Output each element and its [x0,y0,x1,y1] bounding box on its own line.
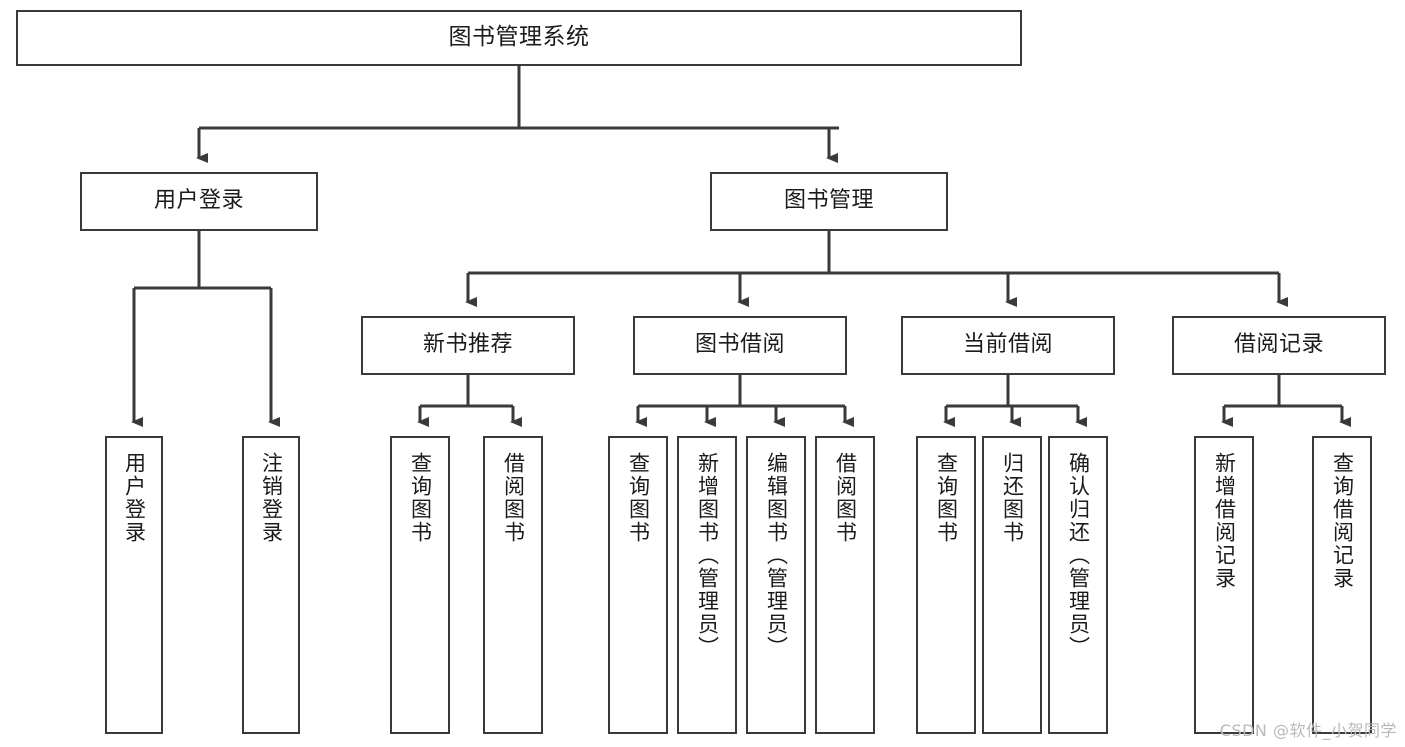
node-book-borrow-label: 图书借阅 [694,332,785,358]
leaf-borrow-edit-book[interactable]: 编辑图书（管理员） [746,436,806,734]
node-new-book-recommend-label: 新书推荐 [422,332,513,358]
leaf-new-book-query[interactable]: 查询图书 [390,436,450,734]
leaf-current-query-book-label: 查询图书 [934,452,959,544]
node-book-borrow[interactable]: 图书借阅 [633,316,847,375]
leaf-borrow-add-book[interactable]: 新增图书（管理员） [677,436,737,734]
node-book-management[interactable]: 图书管理 [710,172,948,231]
leaf-user-login-logout[interactable]: 注销登录 [242,436,300,734]
leaf-user-login-logout-label: 注销登录 [259,452,284,544]
leaf-new-book-query-label: 查询图书 [408,452,433,544]
leaf-records-query-record[interactable]: 查询借阅记录 [1312,436,1372,734]
leaf-records-query-record-label: 查询借阅记录 [1330,452,1355,590]
node-current-borrow-label: 当前借阅 [962,332,1053,358]
node-new-book-recommend[interactable]: 新书推荐 [361,316,575,375]
leaf-new-book-borrow-label: 借阅图书 [501,452,526,544]
leaf-current-return-book-label: 归还图书 [1000,452,1025,544]
leaf-borrow-query-book-label: 查询图书 [626,452,651,544]
leaf-borrow-borrow-book-label: 借阅图书 [833,452,858,544]
node-borrow-records-label: 借阅记录 [1233,332,1324,358]
node-current-borrow[interactable]: 当前借阅 [901,316,1115,375]
csdn-watermark: CSDN @软件_小贺同学 [1219,721,1397,740]
leaf-user-login-login[interactable]: 用户登录 [105,436,163,734]
leaf-user-login-login-label: 用户登录 [122,452,147,544]
leaf-current-return-book[interactable]: 归还图书 [982,436,1042,734]
node-book-management-label: 图书管理 [783,188,874,214]
leaf-borrow-edit-book-label: 编辑图书（管理员） [764,452,789,659]
node-user-login-label: 用户登录 [153,188,244,214]
leaf-borrow-borrow-book[interactable]: 借阅图书 [815,436,875,734]
leaf-borrow-add-book-label: 新增图书（管理员） [695,452,720,659]
node-borrow-records[interactable]: 借阅记录 [1172,316,1386,375]
node-root-system-label: 图书管理系统 [448,24,590,51]
node-root-system[interactable]: 图书管理系统 [16,10,1022,66]
leaf-borrow-query-book[interactable]: 查询图书 [608,436,668,734]
leaf-current-confirm-return[interactable]: 确认归还（管理员） [1048,436,1108,734]
leaf-current-query-book[interactable]: 查询图书 [916,436,976,734]
node-user-login[interactable]: 用户登录 [80,172,318,231]
leaf-records-add-record-label: 新增借阅记录 [1212,452,1237,590]
leaf-new-book-borrow[interactable]: 借阅图书 [483,436,543,734]
leaf-current-confirm-return-label: 确认归还（管理员） [1066,452,1091,659]
leaf-records-add-record[interactable]: 新增借阅记录 [1194,436,1254,734]
